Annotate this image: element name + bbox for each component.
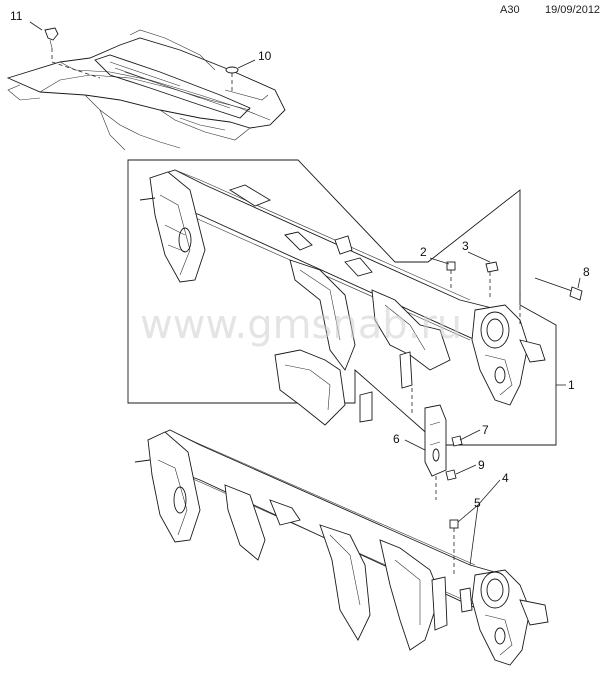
callout-4: 4	[502, 471, 509, 485]
bracket-6	[424, 404, 463, 481]
callout-7: 7	[482, 423, 489, 437]
bolt-icon	[485, 261, 499, 273]
callout-10: 10	[258, 49, 272, 63]
nut-icon	[446, 261, 456, 271]
callout-5: 5	[474, 496, 481, 510]
callout-3: 3	[462, 239, 469, 253]
callout-1: 1	[568, 378, 575, 392]
clip-icon	[44, 27, 59, 41]
lower-beam-assembly	[134, 429, 549, 666]
plug-icon	[225, 66, 239, 74]
screw-icon	[451, 435, 463, 447]
callout-2: 2	[420, 245, 427, 259]
callout-6: 6	[393, 432, 400, 446]
screw-icon	[445, 469, 457, 481]
diagram-code: A30	[500, 4, 520, 16]
callout-11: 11	[10, 9, 23, 23]
long-bolt-icon	[534, 277, 576, 293]
callout-8: 8	[583, 265, 590, 279]
upper-beam-assembly	[139, 169, 583, 426]
callout-9: 9	[478, 458, 485, 472]
watermark: www.gmsnab.ru	[140, 302, 462, 348]
nut-icon	[449, 519, 459, 529]
cowl-panel-illustration	[6, 27, 286, 151]
diagram-date: 19/09/2012	[545, 4, 600, 16]
assembly-1-frame	[127, 159, 557, 446]
